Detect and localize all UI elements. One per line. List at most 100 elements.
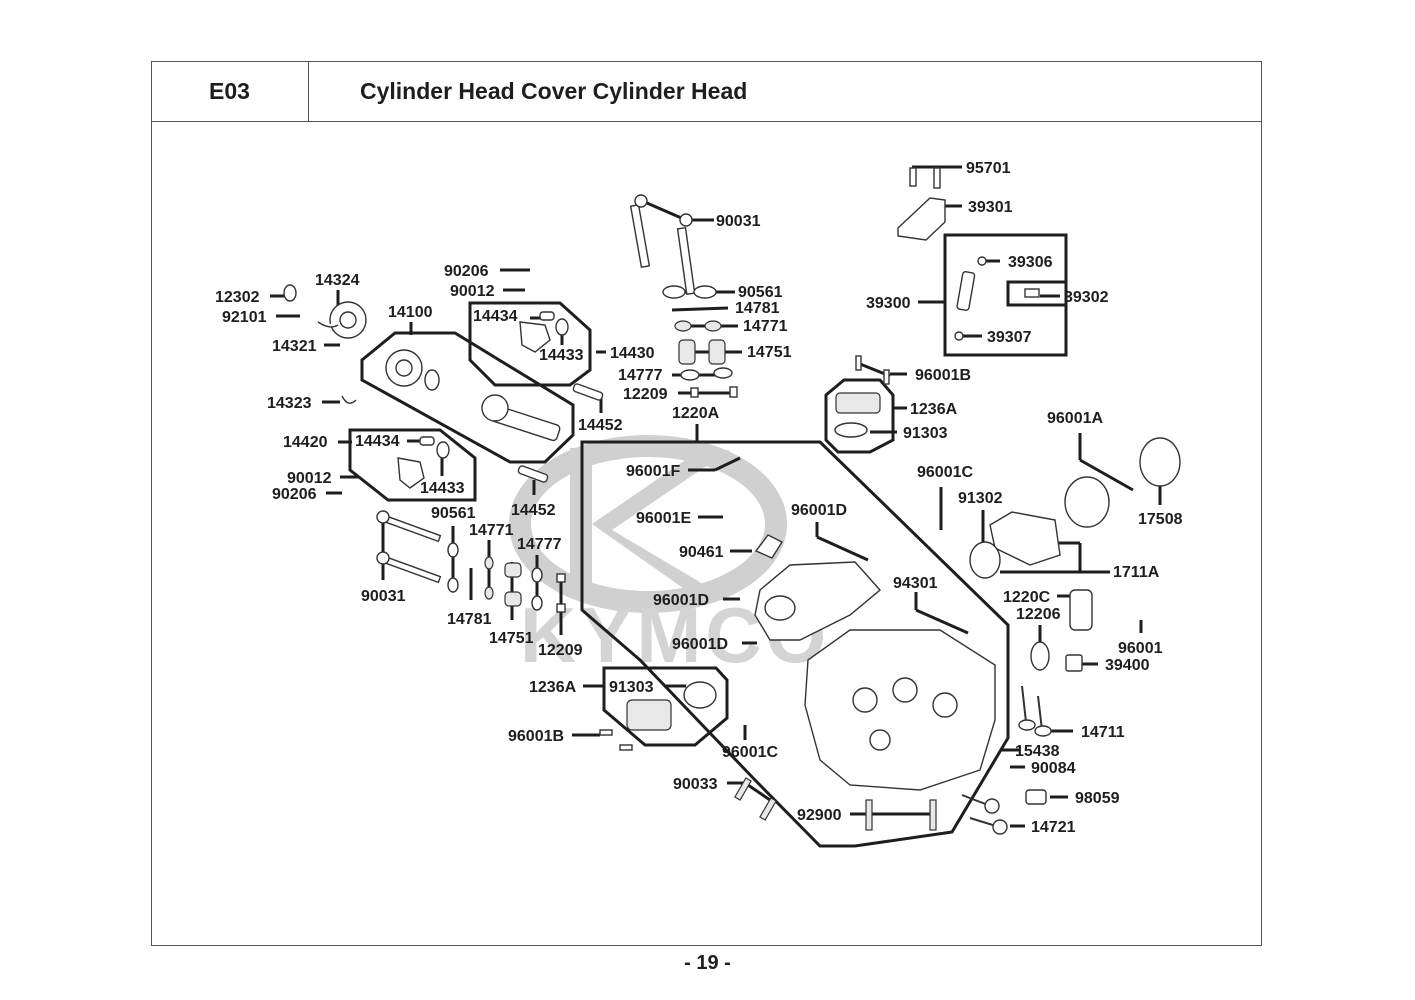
label-14452-bottom[interactable]: 14452 [511, 502, 556, 519]
label-14323[interactable]: 14323 [267, 395, 312, 412]
label-14711[interactable]: 14711 [1081, 724, 1125, 741]
label-96001D-c[interactable]: 96001D [672, 636, 728, 653]
label-14452-top[interactable]: 14452 [578, 417, 623, 434]
stud-head-icon [634, 194, 648, 208]
cover-plate-icon [626, 699, 672, 731]
label-14100[interactable]: 14100 [388, 304, 433, 321]
label-14433-top[interactable]: 14433 [539, 347, 584, 364]
stud-icon [676, 226, 696, 296]
label-14777-top[interactable]: 14777 [618, 367, 663, 384]
valve-port-icon [892, 677, 918, 703]
label-14420[interactable]: 14420 [283, 434, 328, 451]
label-90206-top[interactable]: 90206 [444, 263, 489, 280]
group-box-14420 [348, 428, 477, 502]
label-90206-bottom[interactable]: 90206 [272, 486, 317, 503]
label-12209-top[interactable]: 12209 [623, 386, 668, 403]
label-39307[interactable]: 39307 [987, 329, 1032, 346]
label-90561-bottom[interactable]: 90561 [431, 505, 476, 522]
label-14430[interactable]: 14430 [610, 345, 655, 362]
label-14434-bottom[interactable]: 14434 [355, 433, 400, 450]
label-96001A[interactable]: 96001A [1047, 410, 1103, 427]
label-14721[interactable]: 14721 [1031, 819, 1076, 836]
bolt-icon [855, 355, 862, 371]
label-17508[interactable]: 17508 [1138, 511, 1183, 528]
label-12206[interactable]: 12206 [1016, 606, 1061, 623]
label-39400[interactable]: 39400 [1105, 657, 1150, 674]
label-98059[interactable]: 98059 [1075, 790, 1120, 807]
bolt-icon [619, 744, 633, 751]
label-96001D-b[interactable]: 96001D [653, 592, 709, 609]
valve-head-icon [1034, 725, 1052, 737]
valve-port-icon [869, 729, 891, 751]
label-14324[interactable]: 14324 [315, 272, 360, 289]
label-14771-top[interactable]: 14771 [743, 318, 788, 335]
label-96001B-bottom[interactable]: 96001B [508, 728, 564, 745]
label-96001F[interactable]: 96001F [626, 463, 680, 480]
label-1711A[interactable]: 1711A [1113, 564, 1160, 581]
seal-icon [531, 567, 543, 583]
label-91303-top[interactable]: 91303 [903, 425, 948, 442]
label-96001D-a[interactable]: 96001D [791, 502, 847, 519]
label-14777-bottom[interactable]: 14777 [517, 536, 562, 553]
label-91303-bottom[interactable]: 91303 [609, 679, 654, 696]
label-39302[interactable]: 39302 [1064, 289, 1109, 306]
sensor-icon [1065, 654, 1083, 672]
bolt-icon [909, 167, 917, 187]
label-96001[interactable]: 96001 [1118, 640, 1163, 657]
cover-plate-icon [835, 392, 881, 414]
label-1220C[interactable]: 1220C [1003, 589, 1051, 606]
gasket-icon [754, 534, 784, 559]
label-92101[interactable]: 92101 [222, 309, 267, 326]
label-90084[interactable]: 90084 [1031, 760, 1076, 777]
label-1220A[interactable]: 1220A [672, 405, 720, 422]
label-1236A-bottom[interactable]: 1236A [529, 679, 577, 696]
label-90031-top[interactable]: 90031 [716, 213, 761, 230]
label-94301[interactable]: 94301 [893, 575, 938, 592]
label-14433-bottom[interactable]: 14433 [420, 480, 465, 497]
bolt-icon [883, 369, 890, 385]
valve-stem-icon [1021, 685, 1027, 723]
o-ring-icon [969, 541, 1001, 579]
gasket-icon [834, 422, 868, 438]
label-90012-top[interactable]: 90012 [450, 283, 495, 300]
label-14434-top[interactable]: 14434 [473, 308, 518, 325]
label-39306[interactable]: 39306 [1008, 254, 1053, 271]
label-96001B-top[interactable]: 96001B [915, 367, 971, 384]
label-92900[interactable]: 92900 [797, 807, 842, 824]
label-14321[interactable]: 14321 [272, 338, 317, 355]
o-ring-icon [977, 256, 987, 266]
label-90012-bottom[interactable]: 90012 [287, 470, 332, 487]
label-1236A-top[interactable]: 1236A [910, 401, 958, 418]
label-14771-bottom[interactable]: 14771 [469, 522, 514, 539]
label-96001C-right[interactable]: 96001C [917, 464, 973, 481]
cotter-icon [556, 603, 566, 613]
stud-icon [734, 777, 752, 801]
label-90561-top[interactable]: 90561 [738, 284, 783, 301]
header-divider [151, 121, 1262, 122]
valve-port-icon [932, 692, 958, 718]
gasket-icon [683, 681, 717, 709]
label-90031-bottom[interactable]: 90031 [361, 588, 406, 605]
spring-icon [708, 339, 726, 365]
label-95701[interactable]: 95701 [966, 160, 1011, 177]
washer-icon [447, 542, 459, 558]
label-14781-bottom[interactable]: 14781 [447, 611, 492, 628]
label-39301[interactable]: 39301 [968, 199, 1013, 216]
page-title: Cylinder Head Cover Cylinder Head [360, 78, 748, 104]
label-14781-top[interactable]: 14781 [735, 300, 780, 317]
bearing-icon [555, 318, 569, 336]
label-15438[interactable]: 15438 [1015, 743, 1060, 760]
label-90033[interactable]: 90033 [673, 776, 718, 793]
label-96001C-bottom[interactable]: 96001C [722, 744, 778, 761]
decomp-icon [481, 394, 509, 422]
label-14751-bottom[interactable]: 14751 [489, 630, 534, 647]
label-90461[interactable]: 90461 [679, 544, 724, 561]
label-14751-top[interactable]: 14751 [747, 344, 792, 361]
label-96001E[interactable]: 96001E [636, 510, 691, 527]
label-12302[interactable]: 12302 [215, 289, 260, 306]
label-39300[interactable]: 39300 [866, 295, 911, 312]
label-91302[interactable]: 91302 [958, 490, 1003, 507]
label-12209-bottom[interactable]: 12209 [538, 642, 583, 659]
stud-head-icon [376, 510, 390, 524]
fuel-rail-icon [897, 197, 946, 241]
